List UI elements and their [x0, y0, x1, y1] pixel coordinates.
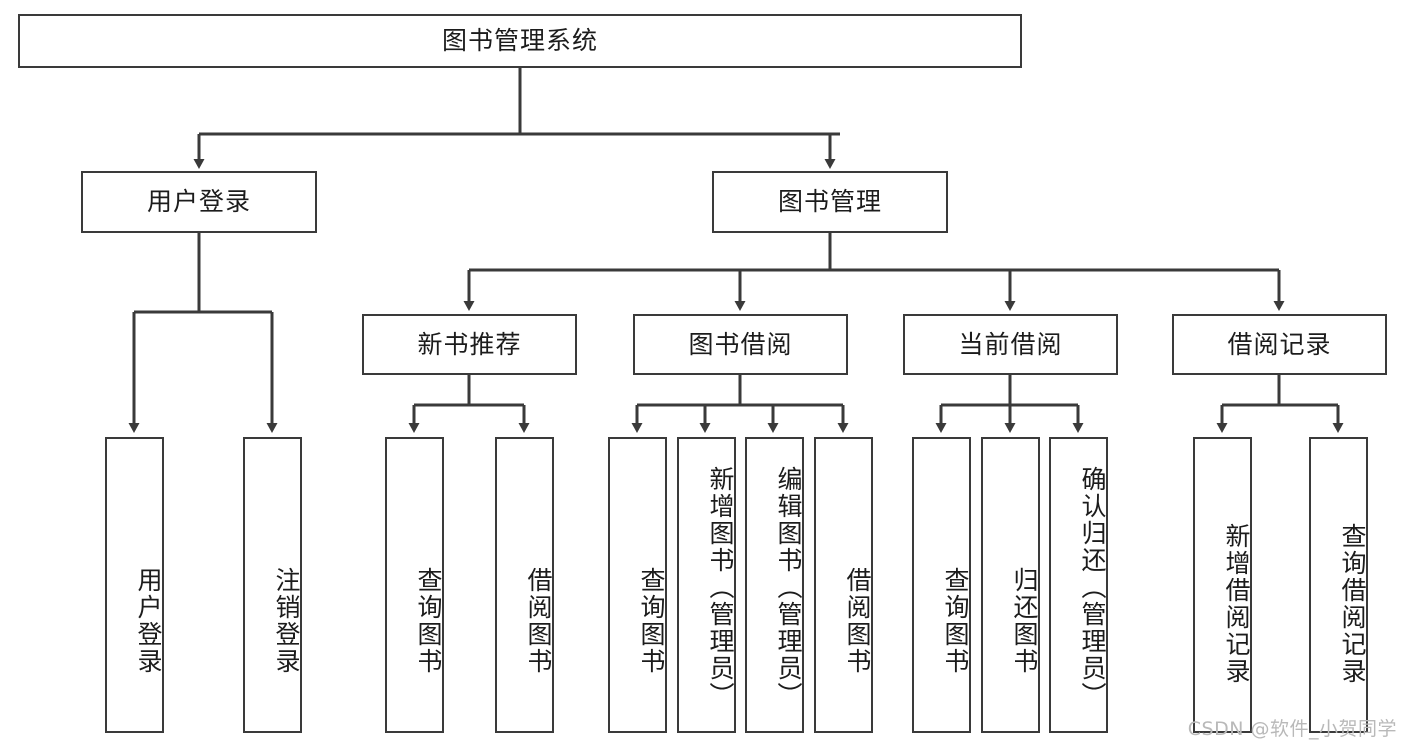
node-label: 借阅图书 [843, 567, 872, 675]
node-label: 当前借阅 [958, 329, 1063, 359]
leaf-user-login-login[interactable]: 用户登录 [105, 437, 164, 733]
node-label: 图书借阅 [688, 329, 793, 359]
leaf-new-book-query-book[interactable]: 查询图书 [385, 437, 444, 733]
node-label: 编辑图书（管理员） [774, 465, 803, 709]
leaf-borrow-record-query-record[interactable]: 查询借阅记录 [1309, 437, 1368, 733]
node-label: 图书管理系统 [441, 26, 598, 56]
node-root-book-management-system[interactable]: 图书管理系统 [18, 14, 1022, 68]
node-label: 查询图书 [637, 567, 666, 675]
node-book-management[interactable]: 图书管理 [712, 171, 948, 233]
leaf-book-borrow-add-book-admin[interactable]: 新增图书（管理员） [677, 437, 736, 733]
node-label: 新增图书（管理员） [706, 465, 735, 709]
node-borrow-record[interactable]: 借阅记录 [1172, 314, 1387, 375]
node-label: 确认归还（管理员） [1078, 465, 1107, 709]
leaf-current-borrow-confirm-return-admin[interactable]: 确认归还（管理员） [1049, 437, 1108, 733]
node-label: 查询借阅记录 [1338, 523, 1367, 685]
node-label: 新增借阅记录 [1222, 523, 1251, 685]
leaf-current-borrow-return-book[interactable]: 归还图书 [981, 437, 1040, 733]
leaf-user-login-logout[interactable]: 注销登录 [243, 437, 302, 733]
node-current-borrow[interactable]: 当前借阅 [903, 314, 1118, 375]
leaf-borrow-record-add-record[interactable]: 新增借阅记录 [1193, 437, 1252, 733]
node-label: 查询图书 [941, 567, 970, 675]
node-label: 用户登录 [134, 567, 163, 675]
node-label: 新书推荐 [417, 329, 522, 359]
leaf-new-book-borrow-book[interactable]: 借阅图书 [495, 437, 554, 733]
leaf-book-borrow-edit-book-admin[interactable]: 编辑图书（管理员） [745, 437, 804, 733]
node-label: 查询图书 [414, 567, 443, 675]
node-label: 注销登录 [272, 567, 301, 675]
node-new-book-recommend[interactable]: 新书推荐 [362, 314, 577, 375]
node-user-login[interactable]: 用户登录 [81, 171, 317, 233]
node-label: 图书管理 [777, 187, 882, 217]
leaf-book-borrow-query-book[interactable]: 查询图书 [608, 437, 667, 733]
node-label: 借阅图书 [524, 567, 553, 675]
node-book-borrow[interactable]: 图书借阅 [633, 314, 848, 375]
node-label: 用户登录 [146, 187, 251, 217]
node-label: 借阅记录 [1227, 329, 1332, 359]
leaf-book-borrow-borrow-book[interactable]: 借阅图书 [814, 437, 873, 733]
node-label: 归还图书 [1010, 567, 1039, 675]
leaf-current-borrow-query-book[interactable]: 查询图书 [912, 437, 971, 733]
